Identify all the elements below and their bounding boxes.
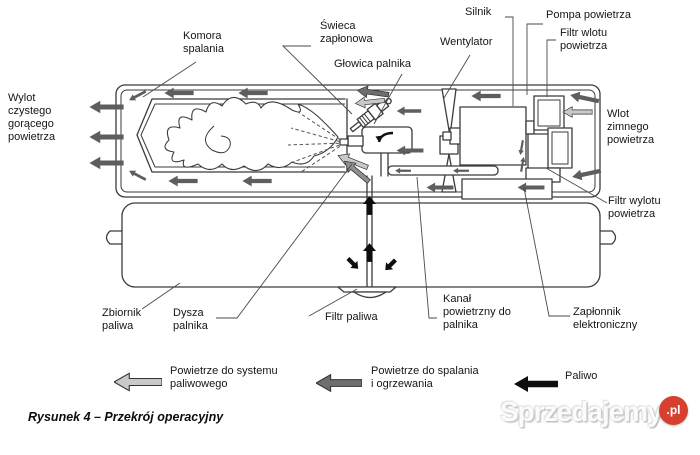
black-left-arrow-icon: [514, 376, 558, 392]
label-fan: Wentylator: [440, 36, 493, 48]
hot-air-outlet-arrows: [89, 88, 148, 183]
legend-air-combustion-heating: Powietrze do spalania i ogrzewania: [371, 365, 479, 390]
leader-lines: [141, 16, 608, 319]
figure-caption: Rysunek 4 – Przekrój operacyjny: [28, 410, 224, 424]
legend-air-to-fuel-system: Powietrze do systemu paliwowego: [170, 365, 278, 390]
fuel-tank: [105, 202, 617, 288]
label-spark-plug: Świeca zapłonowa: [320, 20, 373, 45]
watermark-pl-badge: .pl: [659, 396, 688, 425]
burner-head: [339, 126, 413, 177]
label-cold-air-inlet: Wlot zimnego powietrza: [607, 108, 655, 146]
label-fuel-filter: Filtr paliwa: [325, 311, 378, 323]
label-burner-nozzle: Dysza palnika: [173, 307, 208, 332]
label-air-inlet-filter: Filtr wlotu powietrza: [560, 27, 608, 52]
watermark-sprzedajemy: Sprzedajemy: [500, 396, 663, 427]
air-duct-to-burner: [387, 165, 499, 176]
label-combustion-chamber: Komora spalania: [183, 30, 224, 55]
motor: [442, 106, 535, 166]
fuel-line: [363, 175, 376, 287]
legend-fuel: Paliwo: [565, 370, 598, 382]
label-air-duct-to-burner: Kanał powietrzny do palnika: [443, 293, 511, 331]
flame: [164, 96, 339, 172]
label-hot-air-outlet: Wylot czystego gorącego powietrza: [8, 92, 56, 143]
light-gray-left-arrow-icon: [114, 372, 162, 392]
label-motor: Silnik: [465, 6, 492, 18]
label-air-outlet-filter: Filtr wylotu powietrza: [608, 195, 661, 220]
label-electronic-igniter: Zapłonnik elektroniczny: [573, 306, 638, 331]
label-burner-head: Głowica palnika: [334, 58, 412, 70]
label-air-pump: Pompa powietrza: [546, 9, 631, 21]
dark-gray-left-arrow-icon: [316, 373, 362, 393]
fuel-filter: [337, 255, 399, 299]
electronic-igniter: [426, 178, 553, 200]
label-fuel-tank: Zbiornik paliwa: [102, 307, 142, 332]
